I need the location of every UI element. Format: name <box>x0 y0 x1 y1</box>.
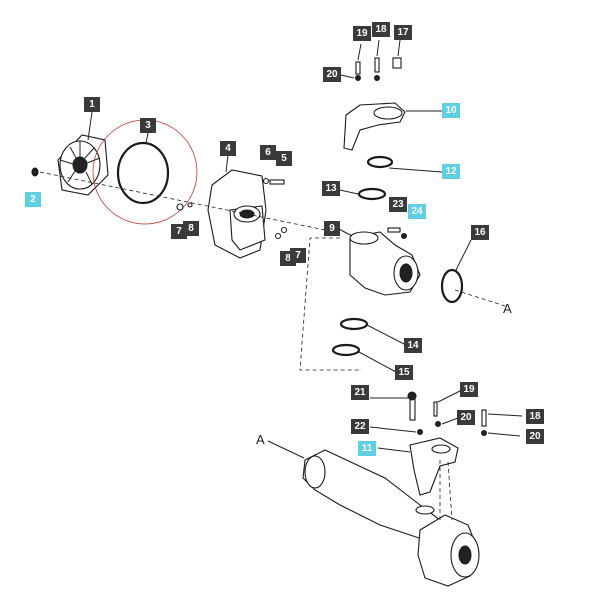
callout-24: 24 <box>408 204 426 219</box>
callout-20: 20 <box>457 410 475 425</box>
callout-22: 22 <box>351 419 369 434</box>
callout-13: 13 <box>322 181 340 196</box>
o-ring-16-part <box>440 268 464 304</box>
callout-19: 19 <box>353 26 371 41</box>
assembly-line <box>39 171 506 371</box>
callout-16: 16 <box>471 225 489 240</box>
callout-19: 19 <box>460 382 478 397</box>
callout-5: 5 <box>276 151 292 166</box>
callout-6: 6 <box>260 145 276 160</box>
seal-14-part <box>339 317 369 331</box>
bolt-23-24 <box>387 227 407 239</box>
callout-20: 20 <box>323 67 341 82</box>
arm-bracket-part <box>343 102 406 151</box>
callout-10: 10 <box>442 103 460 118</box>
reference-letter-a: A <box>256 432 265 447</box>
seal-15-part <box>331 343 361 357</box>
housing-part <box>207 169 267 259</box>
small-hardware <box>176 177 288 240</box>
callout-14: 14 <box>404 338 422 353</box>
callout-9: 9 <box>324 221 340 236</box>
callout-21: 21 <box>351 385 369 400</box>
callout-2: 2 <box>25 192 41 207</box>
callout-17: 17 <box>394 25 412 40</box>
callout-18: 18 <box>372 22 390 37</box>
reference-letter-a: A <box>503 301 512 316</box>
callout-7: 7 <box>290 248 306 263</box>
callout-15: 15 <box>395 365 413 380</box>
lower-hardware <box>407 391 487 436</box>
callout-23: 23 <box>389 197 407 212</box>
top-bolts <box>355 57 402 81</box>
seal-12-part <box>366 155 394 169</box>
cover-plate-part <box>57 134 109 196</box>
callout-8: 8 <box>183 221 199 236</box>
callout-1: 1 <box>84 97 100 112</box>
o-ring-part <box>116 141 170 205</box>
callout-11: 11 <box>358 441 376 456</box>
axle-housing-part <box>302 449 480 587</box>
swivel-housing-part <box>349 231 421 296</box>
callout-18: 18 <box>526 409 544 424</box>
callout-20: 20 <box>526 429 544 444</box>
callout-3: 3 <box>140 118 156 133</box>
screw-part <box>31 167 39 177</box>
callout-4: 4 <box>220 141 236 156</box>
lower-bracket-part <box>409 437 459 496</box>
callout-12: 12 <box>442 164 460 179</box>
seal-13-part <box>357 187 387 201</box>
leader-lines <box>87 39 523 459</box>
